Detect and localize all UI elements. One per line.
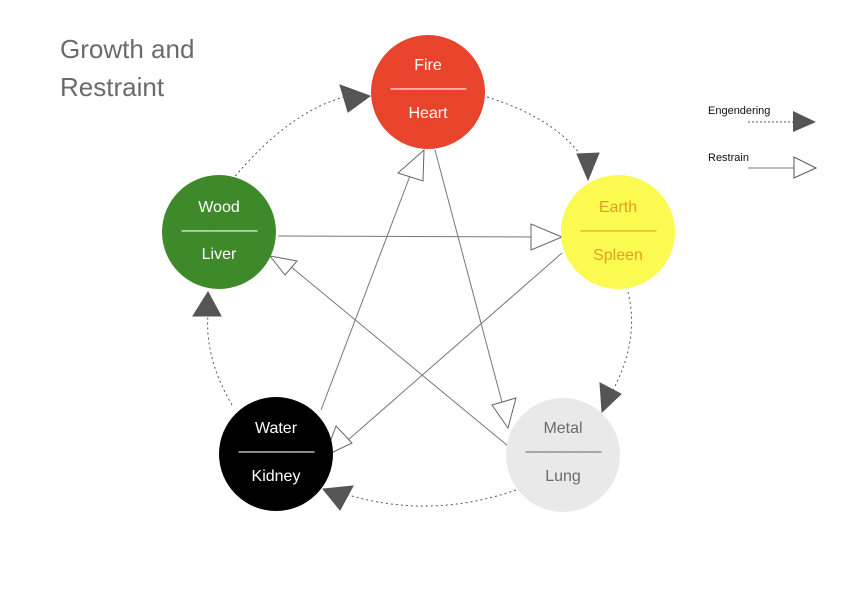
node-metal-organ: Lung — [545, 468, 581, 485]
restrain-arrowhead-to-metal — [491, 397, 517, 430]
restrain-arrowhead-to-earth — [530, 223, 564, 251]
legend-restrain-arrowhead — [793, 156, 818, 179]
restrain-arrowhead-to-fire — [397, 148, 425, 182]
restrain-line-metal-wood — [289, 265, 509, 447]
title-line-2: Restraint — [60, 72, 165, 102]
legend-engendering-arrowhead — [793, 111, 816, 132]
legend-restrain-label: Restrain — [708, 152, 749, 164]
engendering-arc-earth-metal — [611, 291, 633, 393]
engendering-arrowhead-to-earth — [576, 152, 600, 182]
node-metal-circle — [506, 398, 620, 512]
node-metal-separator: ————— — [526, 443, 602, 460]
node-earth: Earth ————— Spleen — [561, 175, 675, 289]
restrain-line-fire-metal — [434, 149, 504, 407]
title-line-1: Growth and — [60, 34, 195, 64]
node-water: Water ————— Kidney — [219, 397, 333, 511]
diagram-title: Growth and Restraint — [60, 30, 194, 106]
node-metal-element: Metal — [543, 420, 582, 437]
node-earth-organ: Spleen — [593, 247, 643, 264]
node-earth-element: Earth — [599, 199, 637, 216]
node-water-circle — [219, 397, 333, 511]
node-fire-element: Fire — [414, 57, 442, 74]
restrain-arrowhead-to-wood — [268, 255, 298, 276]
restrain-line-earth-water — [347, 252, 563, 441]
node-earth-circle — [561, 175, 675, 289]
node-wood-separator: ————— — [182, 222, 258, 239]
engendering-arc-metal-water — [344, 489, 517, 507]
engendering-arc-fire-earth — [486, 96, 586, 163]
node-water-organ: Kidney — [252, 468, 301, 485]
node-fire: Fire ————— Heart — [371, 35, 485, 149]
node-water-element: Water — [255, 420, 298, 437]
node-fire-circle — [371, 35, 485, 149]
node-wood-circle — [162, 175, 276, 289]
restrain-line-wood-earth — [277, 235, 534, 238]
engendering-arrowhead-to-metal — [599, 382, 622, 414]
node-wood-organ: Liver — [202, 246, 237, 263]
restrain-star — [277, 149, 563, 447]
legend: Engendering Restrain — [708, 105, 818, 179]
node-wood: Wood ————— Liver — [162, 175, 276, 289]
node-water-separator: ————— — [239, 443, 315, 460]
node-wood-element: Wood — [198, 199, 240, 216]
node-fire-organ: Heart — [408, 105, 448, 122]
engendering-arc-wood-fire — [231, 95, 349, 181]
node-metal: Metal ————— Lung — [506, 398, 620, 512]
engendering-arrowheads — [192, 84, 622, 511]
engendering-arrowhead-to-wood — [192, 291, 222, 317]
node-earth-separator: ————— — [581, 222, 657, 239]
node-fire-separator: ————— — [391, 80, 467, 97]
engendering-cycle — [207, 95, 633, 507]
restrain-line-water-fire — [320, 167, 414, 411]
legend-engendering-label: Engendering — [708, 105, 770, 117]
engendering-arrowhead-to-water — [322, 485, 354, 511]
engendering-arrowhead-to-fire — [339, 84, 372, 113]
restrain-arrowheads — [268, 148, 564, 457]
